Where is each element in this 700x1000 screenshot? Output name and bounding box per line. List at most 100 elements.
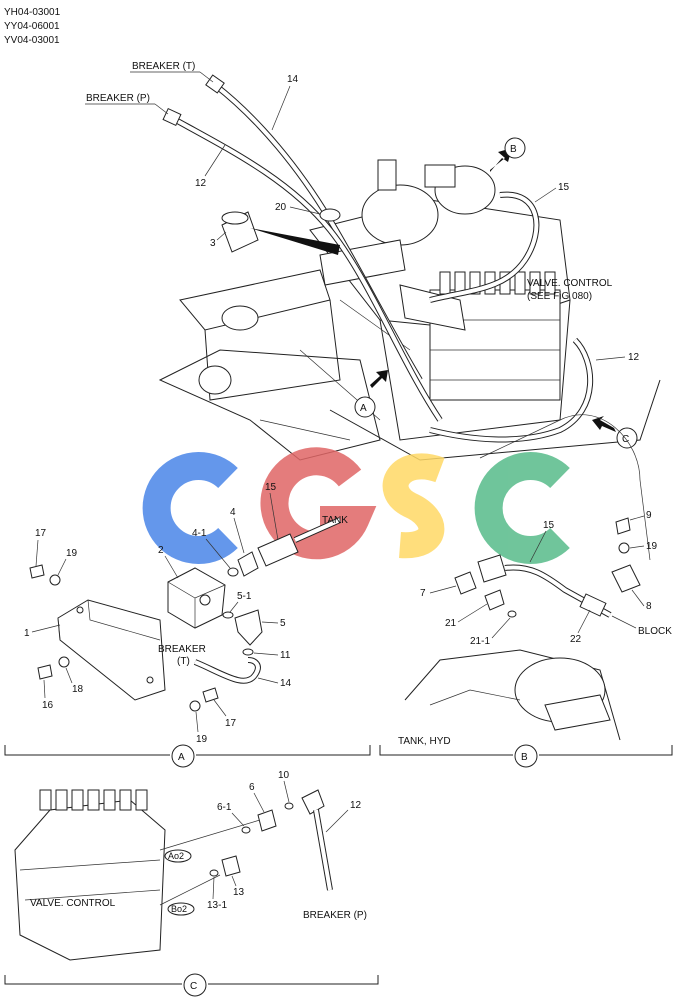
leader-block <box>611 615 637 629</box>
oring-5-1 <box>222 611 234 619</box>
leader-breaker-p-2 <box>154 103 169 115</box>
label-breaker-t2a: BREAKER <box>158 644 206 655</box>
model-code-3: YV04-03001 <box>4 35 60 46</box>
num-9: 9 <box>646 510 652 521</box>
valve-c-section-lines <box>19 859 161 901</box>
control-valve-detail-c <box>14 799 166 961</box>
leader-13 <box>231 875 237 887</box>
hose-14-end-fitting <box>205 74 225 94</box>
bolt-17 <box>29 564 45 579</box>
leader-13-1 <box>212 876 215 900</box>
fitting-part-21 <box>484 589 505 611</box>
valve-c-spool-4 <box>87 789 100 811</box>
tank-outline <box>404 649 621 741</box>
leader-6-1 <box>231 812 245 827</box>
fitting-part-7 <box>454 571 477 595</box>
hose-14-detail-inner <box>194 658 260 683</box>
detail-b-view: 15 9 19 7 8 21 21-1 22 BLOCK TANK, HYD B <box>379 510 673 768</box>
leader-21 <box>457 603 488 623</box>
deck-edge <box>329 379 661 461</box>
oring-6-1 <box>241 826 251 834</box>
port-ao2-oval <box>164 849 192 863</box>
leader-15b <box>529 530 547 563</box>
num-14b: 14 <box>280 678 292 689</box>
bolt-17b <box>202 687 219 703</box>
num-15b: 15 <box>543 520 555 531</box>
detail-b-zoom-arc <box>479 414 651 561</box>
num-17: 17 <box>35 528 47 539</box>
block-part-2-edges <box>167 581 226 628</box>
hose-15-stub-inner <box>294 518 341 542</box>
watermark-letter-s <box>382 453 445 559</box>
port-bo2-label: Bo2 <box>171 904 187 914</box>
label-breaker-t: BREAKER (T) <box>132 61 195 72</box>
num-18: 18 <box>72 684 84 695</box>
leader-11 <box>253 652 279 656</box>
detail-a-callout-label: A <box>178 752 185 763</box>
num-3: 3 <box>210 238 216 249</box>
num-5-1: 5-1 <box>237 591 252 602</box>
num-17b: 17 <box>225 718 237 729</box>
label-tank-hyd: TANK, HYD <box>398 736 451 747</box>
num-4: 4 <box>230 507 236 518</box>
fitting-part-4 <box>237 551 259 577</box>
callout-b-label: B <box>510 144 517 155</box>
hose-15-fitting <box>257 533 299 567</box>
leader-1 <box>31 624 61 633</box>
bracket-plate-1-edge <box>57 599 161 641</box>
detail-c-frame-right <box>208 975 379 985</box>
leader-12c <box>325 809 349 833</box>
num-21-1: 21-1 <box>470 636 490 647</box>
num-15-tank: 15 <box>265 482 277 493</box>
detail-b-callout-label: B <box>521 752 528 763</box>
num-8: 8 <box>646 601 652 612</box>
washer-18 <box>58 656 70 668</box>
num-12c: 12 <box>350 800 362 811</box>
num-6-1: 6-1 <box>217 802 232 813</box>
num-11: 11 <box>280 650 291 661</box>
block-port <box>199 594 211 606</box>
oring-4-1 <box>227 567 239 577</box>
valve-c-spool-7 <box>135 789 148 811</box>
pointer-wedge-20 <box>250 228 340 255</box>
leader-19c <box>629 545 645 549</box>
boom-side-plate <box>204 299 341 401</box>
leader-4 <box>233 517 245 554</box>
leader-21-1 <box>491 617 511 639</box>
oring-21-1 <box>507 610 517 618</box>
watermark <box>142 447 570 564</box>
valve-spool-6 <box>514 271 526 295</box>
detail-a-callout-circle <box>171 744 195 768</box>
num-13: 13 <box>233 887 245 898</box>
callout-c-circle <box>616 427 638 449</box>
fitting-hose-15-end <box>477 554 507 583</box>
bracket-hole-2 <box>146 676 154 684</box>
leader-6 <box>253 792 265 813</box>
leader-8 <box>631 589 645 607</box>
hose-12-end-fitting <box>162 107 182 127</box>
leader-16 <box>43 679 46 699</box>
fitting-part-6 <box>257 809 277 832</box>
num-12b: 12 <box>628 352 640 363</box>
boom-pin-boss <box>221 305 259 331</box>
num-19b: 19 <box>196 734 208 745</box>
elbow-part-5 <box>234 609 263 646</box>
washer-19c <box>618 542 630 554</box>
boom-pin-boss-lower <box>198 365 232 395</box>
num-14: 14 <box>287 74 299 85</box>
main-assembly-view: B A C BREAKER (T) BREAKER (P) 14 12 20 3… <box>85 61 661 561</box>
oring-11 <box>242 648 254 656</box>
boom-foot <box>158 349 381 461</box>
tank-port-block <box>424 164 456 188</box>
num-5: 5 <box>280 618 286 629</box>
num-10: 10 <box>278 770 290 781</box>
num-19c: 19 <box>646 541 658 552</box>
detail-b-frame-right <box>539 745 673 756</box>
num-20: 20 <box>275 202 287 213</box>
leader-12b <box>595 356 626 361</box>
bracket-hole-1 <box>76 606 84 614</box>
leader-22 <box>577 609 591 634</box>
label-breaker-p: BREAKER (P) <box>86 93 150 104</box>
valve-spool-3 <box>469 271 481 295</box>
arrow-a-icon <box>370 370 388 388</box>
